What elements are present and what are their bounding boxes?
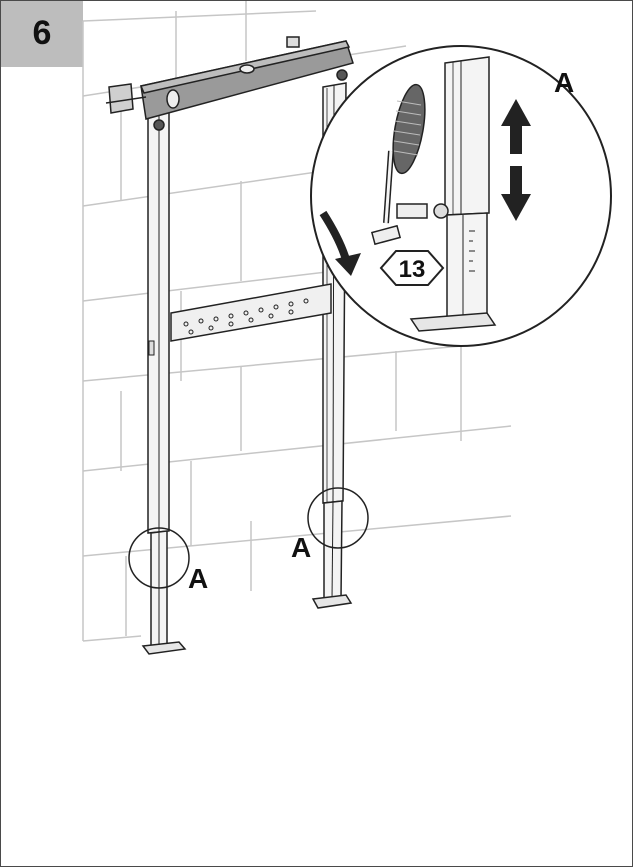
mounting-frame xyxy=(105,36,354,655)
wrench-size-hexagon xyxy=(379,250,445,286)
callout-label-right: A xyxy=(291,532,311,563)
step-number: 6 xyxy=(32,14,52,52)
detail-circle-right xyxy=(307,487,369,549)
callout-label-main: A xyxy=(554,67,574,98)
step-badge xyxy=(1,1,83,67)
wrench-size-label: 13 xyxy=(399,256,426,283)
callout-label-left: A xyxy=(188,563,208,594)
detail-circle-left xyxy=(128,527,190,589)
detail-magnifier: 13 xyxy=(310,45,612,347)
